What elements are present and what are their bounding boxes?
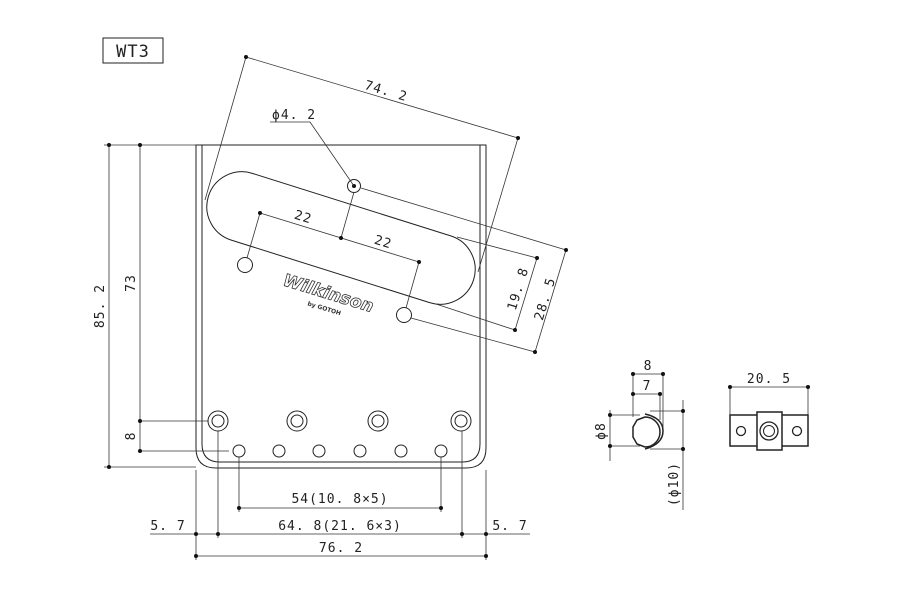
svg-text:ϕ4. 2: ϕ4. 2 bbox=[272, 108, 316, 123]
pickup-slot bbox=[206, 171, 476, 305]
svg-text:85. 2: 85. 2 bbox=[93, 284, 108, 328]
svg-text:54(10. 8×5): 54(10. 8×5) bbox=[291, 492, 388, 507]
svg-text:5. 7: 5. 7 bbox=[492, 519, 527, 534]
string-holes bbox=[232, 444, 448, 458]
model-title: WT3 bbox=[116, 42, 150, 62]
svg-text:28. 5: 28. 5 bbox=[532, 276, 559, 323]
saddle-bracket-view: 20. 5 bbox=[728, 372, 810, 451]
svg-text:64. 8(21. 6×3): 64. 8(21. 6×3) bbox=[278, 519, 402, 534]
svg-text:(ϕ10): (ϕ10) bbox=[667, 462, 682, 506]
dim-horizontal: 54(10. 8×5) 5. 7 64. 8(21. 6×3) 5. 7 76.… bbox=[150, 431, 530, 560]
svg-text:ϕ8: ϕ8 bbox=[594, 422, 609, 440]
dim-hole-diameter: ϕ4. 2 bbox=[270, 108, 355, 187]
dim-pole-spacing: 22 22 bbox=[246, 191, 421, 309]
saddle-side-view: 8 7 ϕ8 (ϕ10) bbox=[594, 359, 685, 510]
svg-text:19. 8: 19. 8 bbox=[505, 266, 532, 313]
svg-text:74. 2: 74. 2 bbox=[363, 78, 410, 105]
model-label: WT3 bbox=[102, 37, 164, 64]
svg-text:73: 73 bbox=[124, 274, 139, 292]
svg-text:8: 8 bbox=[124, 432, 139, 441]
saddle-holes bbox=[207, 410, 472, 432]
svg-text:76. 2: 76. 2 bbox=[319, 541, 363, 556]
svg-text:22: 22 bbox=[372, 233, 393, 253]
dim-vertical: 85. 2 73 8 bbox=[93, 143, 229, 469]
mount-hole bbox=[237, 257, 253, 273]
wilkinson-logo: Wilkinson by GOTOH bbox=[280, 270, 376, 317]
svg-text:5. 7: 5. 7 bbox=[150, 519, 185, 534]
svg-text:8: 8 bbox=[644, 359, 653, 374]
svg-text:22: 22 bbox=[292, 208, 313, 228]
svg-text:7: 7 bbox=[643, 379, 652, 394]
svg-text:20. 5: 20. 5 bbox=[747, 372, 791, 387]
mount-hole bbox=[396, 307, 412, 323]
dim-offsets: 19. 8 28. 5 bbox=[360, 187, 568, 354]
